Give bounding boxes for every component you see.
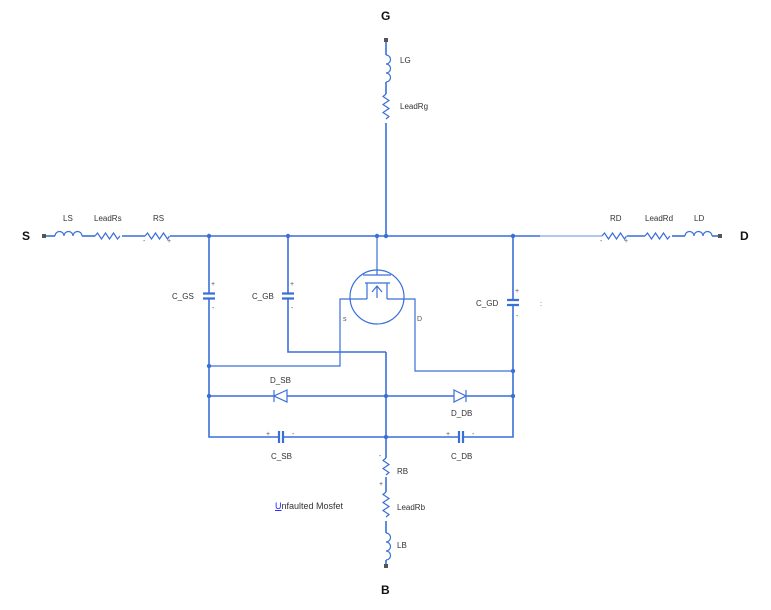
label-lb: LB — [397, 541, 407, 550]
label-c-gb: C_GB — [252, 292, 274, 301]
pin-c-sb-plus: + — [266, 431, 270, 438]
label-d-db: D_DB — [451, 409, 472, 418]
pin-rb-minus: - — [379, 453, 382, 460]
pin-c-db-plus: + — [446, 431, 450, 438]
diode-d-sb — [272, 389, 288, 403]
label-leadrd: LeadRd — [645, 214, 673, 223]
pin-c-gd-plus: + — [515, 288, 519, 295]
capacitor-c-sb — [277, 431, 285, 443]
bulk-branch — [381, 352, 392, 564]
label-ls: LS — [63, 214, 73, 223]
label-rd: RD — [610, 214, 622, 223]
pin-rs-minus: - — [143, 238, 146, 245]
label-d-sb: D_SB — [270, 376, 291, 385]
capacitor-c-gs — [203, 236, 272, 438]
gate-branch — [381, 42, 392, 236]
inductor-lb — [385, 532, 392, 561]
pin-c-gd-minus: - — [516, 313, 519, 320]
resistor-rs — [144, 231, 170, 241]
label-c-gd: C_GD — [476, 299, 498, 308]
pin-c-db-minus: - — [472, 431, 475, 438]
label-leadrs: LeadRs — [94, 214, 122, 223]
resistor-leadrd — [644, 231, 671, 241]
pin-c-gs-minus: - — [212, 305, 215, 312]
title-accelerator-letter: U — [275, 501, 282, 511]
pin-mos-d: D — [417, 316, 422, 323]
port-label-b: B — [381, 583, 390, 597]
drain-branch — [601, 230, 718, 241]
mosfet-symbol[interactable] — [209, 236, 513, 372]
terminal-b[interactable] — [384, 564, 388, 568]
label-rb: RB — [397, 467, 408, 476]
resistor-leadrs — [94, 231, 121, 241]
terminal-s[interactable] — [42, 234, 46, 238]
label-rs: RS — [153, 214, 164, 223]
label-leadrb: LeadRb — [397, 503, 426, 512]
inductor-ld — [684, 230, 713, 237]
port-label-g: G — [381, 9, 390, 23]
label-c-sb: C_SB — [271, 452, 292, 461]
label-leadrg: LeadRg — [400, 102, 428, 111]
label-ld: LD — [694, 214, 704, 223]
diode-d-db — [453, 389, 468, 403]
capacitor-row — [272, 431, 465, 443]
pin-c-gb-minus: - — [291, 305, 294, 312]
port-label-s: S — [22, 229, 30, 243]
pin-rd-plus: + — [624, 238, 628, 245]
label-c-db: C_DB — [451, 452, 472, 461]
terminal-g[interactable] — [384, 38, 388, 42]
title-rest: nfaulted Mosfet — [282, 501, 344, 511]
inductor-lg — [385, 54, 392, 83]
pin-c-sb-minus: - — [292, 431, 295, 438]
pin-rb-plus: + — [379, 481, 383, 488]
resistor-leadrg — [381, 93, 391, 120]
source-branch — [46, 230, 602, 241]
resistor-leadrb — [381, 491, 391, 518]
inductor-ls — [54, 230, 83, 237]
terminal-d[interactable] — [718, 234, 722, 238]
pin-mos-s: s — [343, 316, 347, 323]
capacitor-c-db — [457, 431, 465, 443]
label-lg: LG — [400, 56, 411, 65]
pin-c-gb-plus: + — [290, 281, 294, 288]
label-c-gs: C_GS — [172, 292, 194, 301]
resistor-rd — [601, 231, 627, 241]
diagram-title[interactable]: Unfaulted Mosfet — [275, 501, 344, 511]
pin-c-gd-marker: : — [540, 301, 542, 308]
resistor-rb — [381, 457, 391, 476]
pin-c-gs-plus: + — [211, 281, 215, 288]
capacitor-c-gb — [282, 236, 386, 353]
capacitor-c-gd — [464, 236, 519, 438]
pin-rs-plus: + — [167, 238, 171, 245]
port-label-d: D — [740, 229, 749, 243]
diode-row — [209, 389, 513, 403]
pin-rd-minus: - — [600, 238, 603, 245]
